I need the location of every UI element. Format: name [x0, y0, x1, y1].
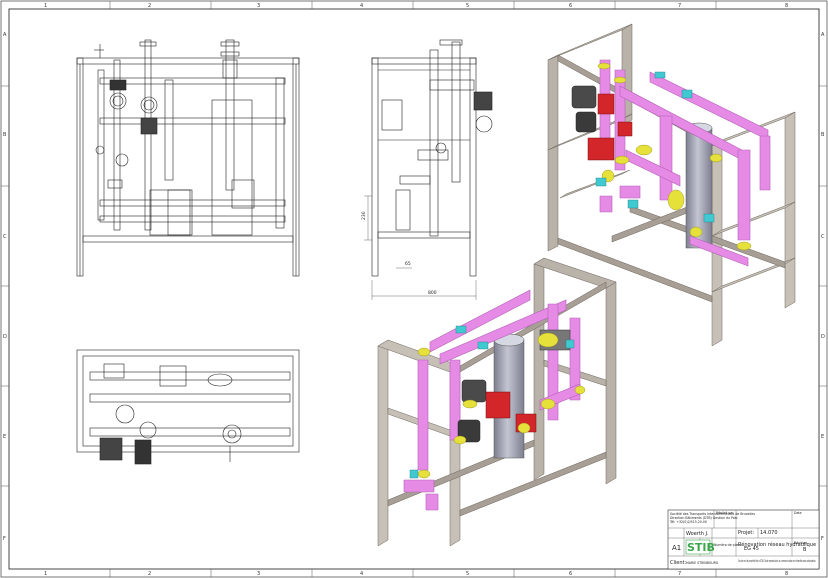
date-label: Date [794, 511, 802, 515]
grid-row-label: D [3, 334, 7, 340]
grid-col-label: 6 [569, 571, 572, 577]
grid-col-label: 3 [257, 571, 260, 577]
revision-label: Révision [794, 541, 807, 545]
project-label: Projet: [738, 530, 754, 536]
project-title: Rénovation réseau hydraulique [738, 541, 816, 548]
drawn-by: Woerth J. [686, 531, 709, 537]
plan-number-label: Numéro de plan: [714, 543, 741, 547]
grid-col-label: 8 [785, 571, 788, 577]
side-view [364, 39, 493, 300]
dimension-height: 230 [361, 211, 367, 220]
company-line-1: Société des Transports Intercommunaux de… [670, 512, 755, 516]
company-line-2: Direction Bâtiments (DTB) Gestion du Par… [670, 516, 738, 520]
grid-row-label: F [3, 536, 6, 542]
isometric-view-top [547, 23, 796, 347]
grid-col-label: 2 [148, 3, 151, 9]
grid-col-label: 8 [785, 3, 788, 9]
title-block: Société des Transports Intercommunaux de… [667, 509, 820, 570]
grid-col-label: 4 [360, 3, 363, 9]
client-label: Client: [670, 560, 686, 566]
front-view [76, 39, 300, 277]
grid-row-label: E [821, 434, 824, 440]
grid-row-label: B [821, 132, 825, 138]
grid-row-label: A [3, 32, 7, 38]
project-number: 14.070 [760, 530, 778, 536]
grid-row-label: C [3, 234, 7, 240]
top-view [76, 349, 300, 465]
grid-col-label: 3 [257, 3, 260, 9]
grid-col-label: 1 [44, 3, 47, 9]
title-block-notice: Ce plan est la propriété de la STIB. Tou… [738, 559, 816, 563]
revision: B [803, 547, 807, 553]
grid-col-label: 4 [360, 571, 363, 577]
grid-col-label: 6 [569, 3, 572, 9]
stib-logo-text: STIB [687, 541, 715, 554]
grid-row-label: D [821, 334, 825, 340]
grid-row-label: B [3, 132, 7, 138]
plan-number: EG 45 [744, 546, 759, 552]
grid-row-label: E [3, 434, 6, 440]
grid-row-label: A [821, 32, 825, 38]
sheet-format: A1 [672, 544, 681, 552]
dimension-offset: 65 [405, 261, 411, 267]
grid-col-label: 1 [44, 571, 47, 577]
grid-col-label: 5 [466, 3, 469, 9]
drawn-by-label: Réalisé par [716, 511, 734, 515]
grid-col-label: 5 [466, 571, 469, 577]
company-line-3: Tél: +32(0)2/515.20.00 [669, 520, 707, 524]
grid-row-label: C [821, 234, 825, 240]
isometric-view-bottom [377, 257, 617, 547]
dimension-width: 800 [428, 290, 437, 296]
grid-col-label: 2 [148, 571, 151, 577]
stib-logo [685, 539, 711, 555]
grid-col-label: 7 [678, 3, 681, 9]
client-name: MARIE STRINBOURG [686, 561, 719, 565]
grid-row-label: F [821, 536, 824, 542]
grid-col-label: 7 [678, 571, 681, 577]
